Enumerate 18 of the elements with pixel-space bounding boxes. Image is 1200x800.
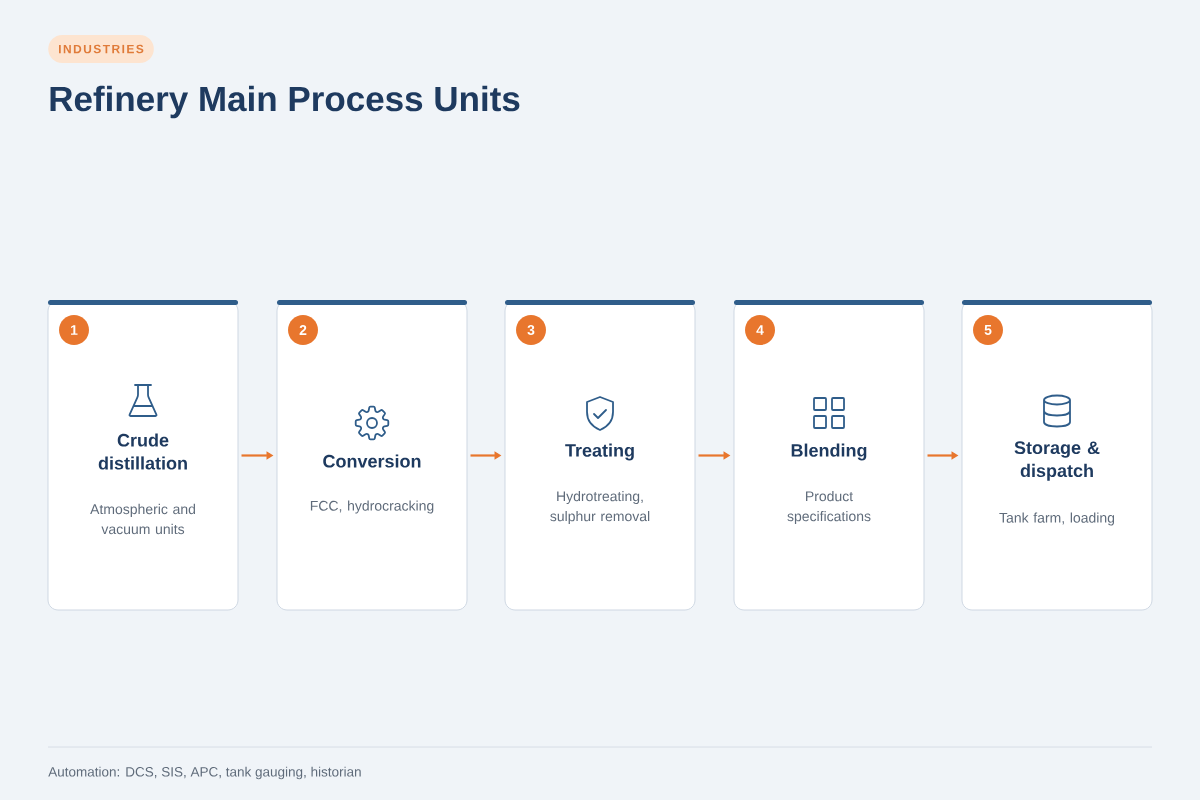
card-heading: Storage & dispatch <box>1014 441 1100 481</box>
card-heading: Treating <box>565 443 634 461</box>
card-heading: Conversion <box>323 454 421 468</box>
card-description: Atmospheric and vacuum units <box>90 503 195 535</box>
card-description: Hydrotreating, sulphur removal <box>550 490 650 524</box>
category-tag: INDUSTRIES <box>48 35 154 63</box>
card-heading: Blending <box>791 443 867 461</box>
step-number-badge: 3 <box>516 315 546 345</box>
step-number-badge: 1 <box>59 315 89 345</box>
step-number-badge: 2 <box>288 315 318 345</box>
card-description: Product specifications <box>787 490 871 524</box>
card-description: Tank farm, loading <box>999 512 1115 526</box>
footnote: Automation: DCS, SIS, APC, tank gauging, historian <box>48 766 361 780</box>
step-number-badge: 5 <box>973 315 1003 345</box>
card-heading: Crude distillation <box>98 433 187 470</box>
page-title: Refinery Main Process Units <box>50 85 520 119</box>
card-description: FCC, hydrocracking <box>310 500 434 514</box>
step-number-badge: 4 <box>745 315 775 345</box>
